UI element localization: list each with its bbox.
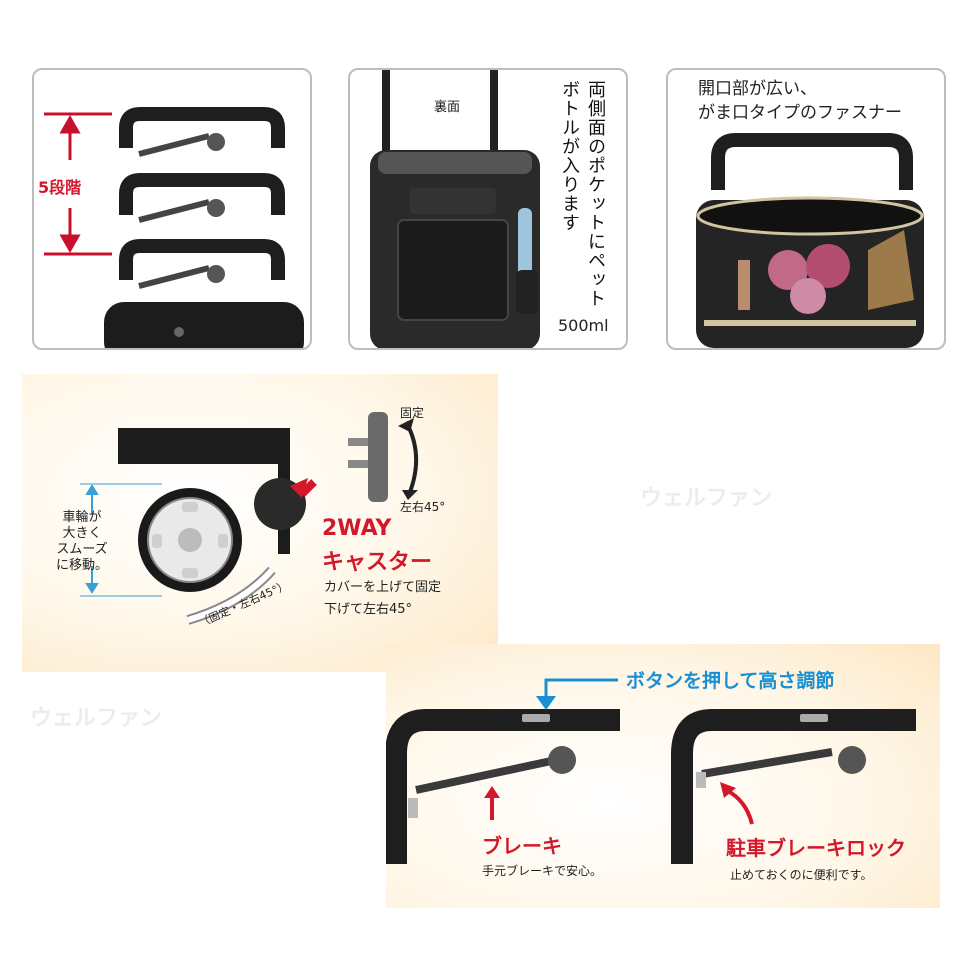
brake-desc: 手元ブレーキで安心。 — [482, 864, 603, 878]
opening-panel: 開口部が広い、 がま口タイプのファスナー — [666, 68, 946, 350]
swivel-label: 左右45° — [400, 500, 446, 514]
bag-back-photo — [370, 70, 540, 348]
caster-title-2: キャスター — [322, 550, 433, 575]
back-panel: 裏面 両側面のポケットにペットボトルが入ります 500ml — [348, 68, 628, 350]
opening-caption-1: 開口部が広い、 — [698, 79, 817, 99]
height-steps-label: 5段階 — [38, 178, 82, 197]
brake-section: ボタンを押して高さ調節 ブレーキ 手元ブレーキで安心。 駐車ブレーキロック 止め… — [386, 644, 940, 908]
caster-desc-2: 下げて左右45° — [324, 602, 413, 617]
height-panel: 5段階 — [32, 68, 312, 350]
brake-title: ブレーキ — [482, 834, 562, 858]
parking-brake-desc: 止めておくのに便利です。 — [730, 868, 873, 882]
caster-section: 車輪が 大きく スムーズ に移動。 固定 左右45° （固定・左右45°） 2W… — [22, 374, 498, 672]
wheel-note: 車輪が 大きく スムーズ に移動。 — [56, 510, 109, 573]
fixed-label: 固定 — [400, 406, 425, 420]
opening-caption-2: がま口タイプのファスナー — [698, 103, 902, 123]
bag-opening-photo — [696, 133, 924, 348]
watermark: ウェルファン — [30, 706, 163, 731]
parking-brake-title: 駐車ブレーキロック — [726, 836, 906, 860]
caster-photo — [80, 412, 419, 625]
caster-desc-1: カバーを上げて固定 — [324, 580, 442, 595]
caster-title-1: 2WAY — [322, 516, 392, 541]
height-button-note: ボタンを押して高さ調節 — [626, 670, 835, 692]
pocket-note: 両側面のポケットにペットボトルが入ります — [559, 80, 606, 308]
handle-height-photo — [44, 107, 304, 348]
bottle-size: 500ml — [558, 316, 609, 335]
back-caption: 裏面 — [434, 100, 461, 115]
watermark: ウェルファン — [640, 486, 773, 511]
handle-brake-photo — [386, 678, 916, 864]
